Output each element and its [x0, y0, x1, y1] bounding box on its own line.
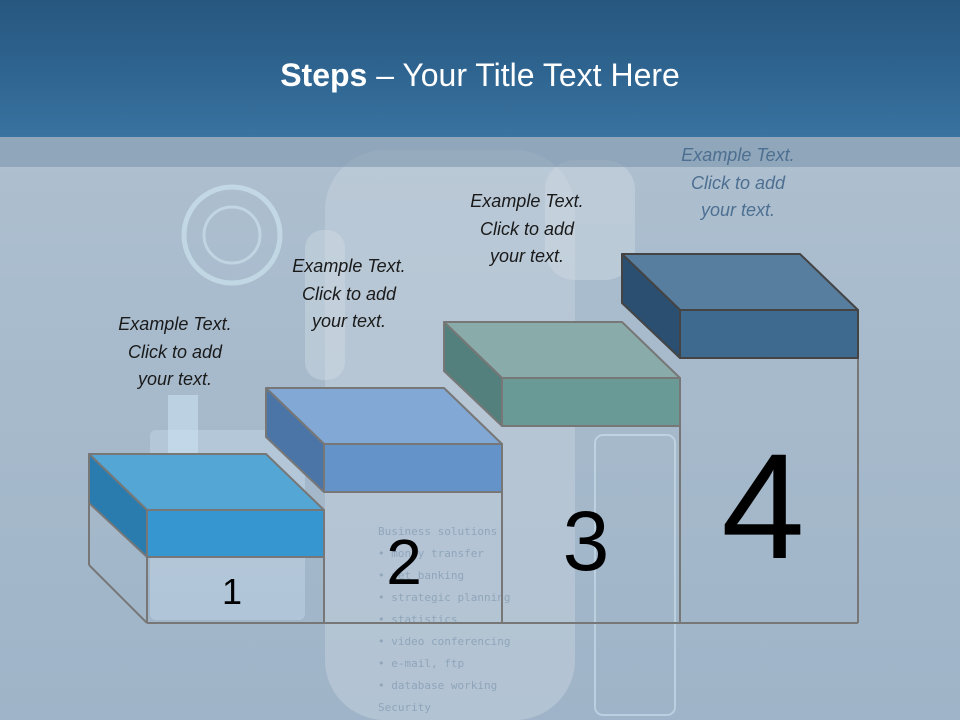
step-3-label-line-3: your text.: [489, 246, 565, 266]
bg-arm-left: [305, 230, 345, 380]
step-4-label-line-3: your text.: [700, 200, 776, 220]
step-4-label-line-1: Example Text.: [681, 145, 795, 165]
bg-arm-right: [545, 160, 635, 280]
step-2-front-face: [323, 443, 503, 493]
bg-ring-inner: [202, 205, 262, 265]
step-number-4[interactable]: 4: [721, 422, 804, 590]
step-2-label-line-3: your text.: [311, 311, 387, 331]
step-1-label-line-1: Example Text.: [118, 314, 232, 334]
bg-text-line: • database working: [378, 679, 497, 692]
step-4-front-face: [679, 309, 859, 359]
title-rest: – Your Title Text Here: [367, 57, 680, 93]
step-3-label-line-1: Example Text.: [470, 191, 584, 211]
bg-panel-right: [594, 434, 676, 716]
step-number-2[interactable]: 2: [386, 526, 422, 598]
step-number-3[interactable]: 3: [563, 494, 610, 588]
bg-text-line: Security: [378, 701, 431, 714]
title-band: [0, 137, 960, 167]
step-2-label-line-1: Example Text.: [292, 256, 406, 276]
outline-bottom-diagonal: [88, 564, 148, 624]
title-bar: [0, 0, 960, 137]
step-number-1[interactable]: 1: [222, 571, 242, 612]
bg-text-line: Business solutions: [378, 525, 497, 538]
step-block-2[interactable]: [265, 387, 503, 493]
step-block-4[interactable]: [621, 253, 859, 359]
slide-title[interactable]: Steps – Your Title Text Here: [0, 50, 960, 100]
step-label-1[interactable]: Example Text. Click to add your text.: [85, 311, 265, 394]
bg-text-line: • strategic planning: [378, 591, 510, 604]
bg-text-line: • e-mail, ftp: [378, 657, 464, 670]
step-3-front-face: [501, 377, 681, 427]
step-block-3[interactable]: [443, 321, 681, 427]
step-2-label-line-2: Click to add: [301, 283, 397, 304]
bg-text-line: • net banking: [378, 569, 464, 582]
step-block-1[interactable]: [88, 453, 325, 558]
step-1-label-line-3: your text.: [137, 369, 213, 389]
bg-text-line: • video conferencing: [378, 635, 510, 648]
title-bold-word: Steps: [280, 57, 368, 93]
step-4-label-line-2: Click to add: [690, 172, 786, 193]
bg-text-line: • money transfer: [378, 547, 484, 560]
step-label-4[interactable]: Example Text. Click to add your text.: [648, 142, 828, 225]
step-label-2[interactable]: Example Text. Click to add your text.: [259, 253, 439, 336]
step-3-label-line-2: Click to add: [479, 218, 575, 239]
bg-ring-outer: [181, 184, 283, 286]
step-label-3[interactable]: Example Text. Click to add your text.: [437, 188, 617, 271]
step-1-front-face: [146, 509, 325, 558]
step-1-label-line-2: Click to add: [127, 341, 223, 362]
